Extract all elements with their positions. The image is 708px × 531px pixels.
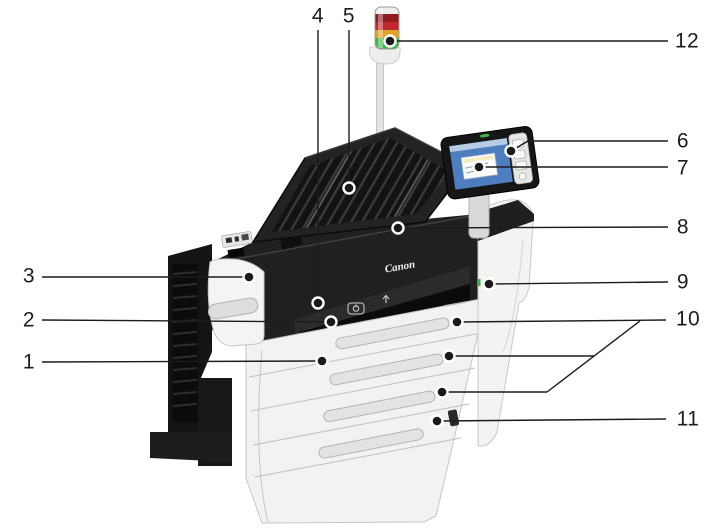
power-icon bbox=[347, 302, 365, 315]
callout-number-4: 4 bbox=[311, 4, 325, 28]
release-notch bbox=[447, 409, 460, 427]
side-vent bbox=[172, 264, 198, 422]
beacon-cap bbox=[375, 7, 399, 14]
beacon-segment-amber bbox=[375, 30, 399, 38]
right-end-cap bbox=[443, 199, 534, 447]
callout-number-2: 2 bbox=[22, 308, 36, 332]
beacon-segment-red bbox=[375, 22, 399, 30]
callout-number-3: 3 bbox=[22, 264, 36, 288]
drawer-handles bbox=[318, 317, 450, 459]
callout-number-1: 1 bbox=[22, 350, 36, 374]
operation-panel-strip bbox=[293, 266, 470, 336]
stand-foot bbox=[150, 432, 232, 462]
leader-lines bbox=[41, 30, 669, 422]
model-name-label bbox=[443, 301, 467, 307]
callout-number-9: 9 bbox=[676, 270, 690, 294]
panel-led bbox=[480, 133, 490, 138]
status-led bbox=[477, 279, 481, 286]
callout-number-12: 12 bbox=[674, 29, 700, 53]
callout-number-10: 10 bbox=[675, 307, 701, 331]
leader-dots bbox=[242, 34, 518, 428]
callout-number-6: 6 bbox=[676, 129, 690, 153]
left-side-panel bbox=[150, 244, 232, 466]
beacon-segment-darkred bbox=[375, 14, 399, 22]
touchscreen-panel bbox=[440, 126, 540, 200]
front-drawers bbox=[245, 297, 487, 524]
deck-label-sticker bbox=[221, 231, 253, 258]
paper-feed-icon bbox=[382, 294, 390, 303]
callout-number-5: 5 bbox=[342, 4, 356, 28]
callout-number-11: 11 bbox=[676, 407, 700, 431]
canon-logo: Canon bbox=[384, 258, 416, 275]
callout-number-8: 8 bbox=[676, 215, 690, 239]
status-lamp bbox=[369, 6, 401, 65]
maintenance-cover bbox=[207, 258, 265, 347]
carry-handle-notch bbox=[207, 297, 259, 320]
callout-number-7: 7 bbox=[676, 156, 690, 180]
